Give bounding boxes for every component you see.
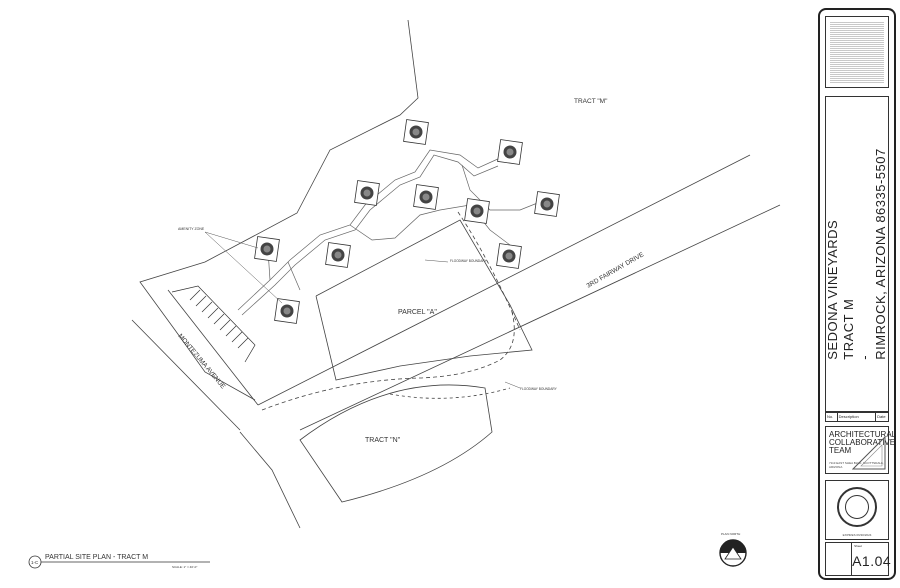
- project-location: RIMROCK, ARIZONA 86335-5507: [873, 148, 888, 360]
- amenity-zone-label: AMENITY ZONE: [178, 227, 205, 231]
- fairway-edge-upper: [257, 154, 751, 406]
- avenue-edge-lower: [131, 319, 241, 431]
- firm-name-line1: ARCHITECTURAL: [829, 430, 897, 439]
- rev-desc-header: Description: [838, 413, 877, 421]
- north-label: PLAN NORTH: [721, 532, 740, 536]
- north-arrow-icon: [719, 539, 747, 567]
- rev-no-header: No.: [826, 413, 838, 421]
- general-notes-box: [825, 16, 889, 88]
- project-separator: -: [857, 354, 872, 360]
- tract-n-label: TRACT "N": [365, 437, 401, 444]
- cabin-unit: [254, 236, 280, 262]
- sheet-meta: [826, 543, 853, 575]
- cabin-unit: [497, 139, 523, 165]
- firm-address: 7113 EAST SHEA BLVD. SCOTTSDALE, ARIZONA: [829, 461, 884, 469]
- sheet-label: Sheet: [854, 544, 862, 548]
- floodway-boundary: [261, 311, 515, 411]
- avenue-label: MONTEZUMA AVENUE: [176, 333, 226, 391]
- cabin-unit: [325, 242, 351, 268]
- site-plan-drawing: AMENITY ZONE FLOODWAY BOUNDARY FLOODWAY …: [28, 19, 781, 569]
- cabin-unit: [496, 243, 522, 269]
- cabin-unit: [403, 119, 429, 145]
- property-boundary: [139, 19, 419, 401]
- seal-expiration: EXPIRES 06/30/2024: [842, 533, 872, 537]
- tract-n-boundary: [299, 384, 493, 503]
- cabin-unit: [534, 191, 560, 217]
- amenity-leaders: [204, 231, 283, 304]
- parking-stalls: [171, 285, 256, 363]
- drawing-number: 1-C: [31, 560, 39, 565]
- project-name: SEDONA VINEYARDS: [825, 219, 840, 360]
- parcel-a-label: PARCEL "A": [398, 309, 437, 316]
- drawing-title: PARTIAL SITE PLAN - TRACT M: [45, 554, 148, 561]
- sheet-number: A1.04: [852, 553, 892, 569]
- firm-logo-icon: [852, 436, 886, 470]
- parcel-a-boundary: [315, 219, 533, 381]
- floodway-boundary-south: [389, 387, 511, 399]
- tract-m-label: TRACT "M": [574, 98, 608, 105]
- cabin-units: [254, 119, 560, 324]
- road-label: 3RD FAIRWAY DRIVE: [586, 251, 646, 290]
- cabin-unit: [413, 184, 439, 210]
- avenue-edge-upper: [167, 289, 259, 406]
- firm-name-line2: COLLABORATIVE: [829, 438, 896, 447]
- general-notes-text: [830, 21, 884, 83]
- road-edge-south: [239, 431, 301, 529]
- floodway-boundary-east: [457, 211, 521, 331]
- sheet-number-cell: Sheet A1.04: [852, 543, 892, 575]
- cabin-unit: [464, 198, 490, 224]
- drawing-title-block: 1-C PARTIAL SITE PLAN - TRACT M SCALE: 1…: [28, 554, 210, 569]
- fairway-edge-lower: [299, 204, 781, 431]
- floodway-label-north: FLOODWAY BOUNDARY: [450, 259, 488, 263]
- cabin-unit: [274, 298, 300, 324]
- floodway-label-south: FLOODWAY BOUNDARY: [520, 387, 558, 391]
- registration-seal-box: EXPIRES 06/30/2024: [825, 480, 889, 540]
- site-paths: [237, 149, 546, 316]
- firm-name-line3: TEAM: [829, 446, 852, 455]
- sheet-number-box: Sheet A1.04: [825, 542, 892, 576]
- cabin-unit: [354, 180, 380, 206]
- project-tract: TRACT M: [841, 298, 856, 360]
- firm-info-box: ARCHITECTURAL COLLABORATIVE TEAM 7113 EA…: [825, 426, 897, 474]
- title-block: SEDONA VINEYARDS TRACT M - RIMROCK, ARIZ…: [818, 8, 896, 580]
- project-title: SEDONA VINEYARDS TRACT M - RIMROCK, ARIZ…: [825, 148, 888, 360]
- architect-seal-icon: [837, 487, 877, 527]
- project-info-box: SEDONA VINEYARDS TRACT M - RIMROCK, ARIZ…: [825, 96, 889, 412]
- drawing-scale: SCALE: 1" = 40'-0": [172, 565, 197, 569]
- revision-table: No. Description Date: [825, 412, 889, 422]
- rev-date-header: Date: [877, 414, 886, 419]
